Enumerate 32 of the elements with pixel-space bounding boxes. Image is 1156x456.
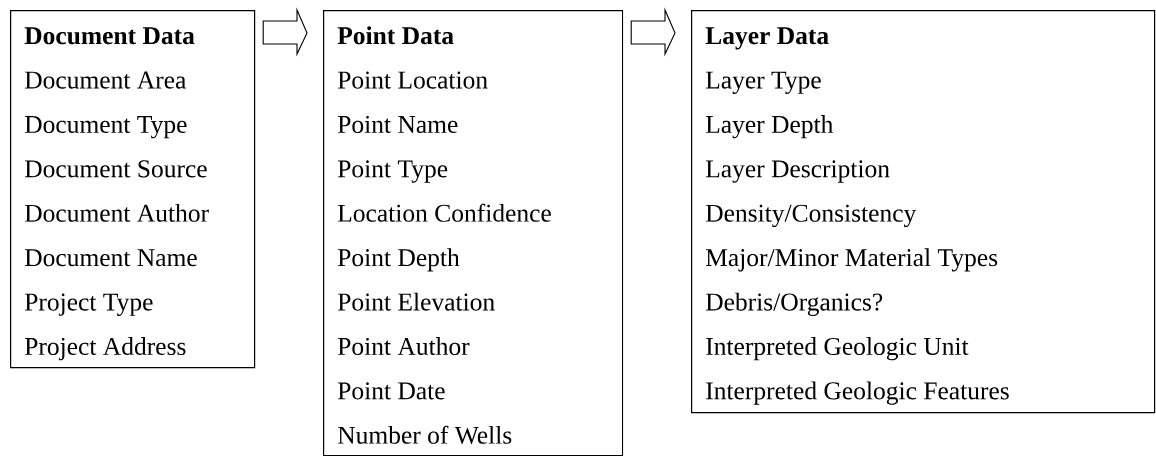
list-item: Interpreted Geologic Unit xyxy=(706,337,969,361)
list-heading: Layer Data xyxy=(705,27,829,50)
list-heading: Document Data xyxy=(24,27,195,45)
list-item: Point Location xyxy=(337,71,488,89)
data-box xyxy=(10,10,256,369)
list-item: Document Area xyxy=(24,71,186,89)
list-item: Document Author xyxy=(24,203,209,222)
list-item: Document Name xyxy=(24,249,197,267)
list-item: Number of Wells xyxy=(337,425,512,444)
list-item: Point Author xyxy=(337,337,470,356)
list-item: Point Type xyxy=(337,160,448,183)
list-item: Project Type xyxy=(24,293,153,316)
list-item: Layer Type xyxy=(705,71,821,94)
list-item: Project Address xyxy=(24,337,186,361)
list-item: Document Source xyxy=(24,160,207,178)
block-arrow xyxy=(262,7,308,57)
block-arrow xyxy=(630,7,676,57)
list-item: Point Name xyxy=(337,115,458,134)
list-item: Debris/Organics? xyxy=(705,292,883,316)
list-item: Point Date xyxy=(337,382,445,400)
list-item: Location Confidence xyxy=(337,203,551,222)
list-item: Layer Depth xyxy=(705,115,834,139)
data-box xyxy=(691,10,1156,414)
list-heading: Point Data xyxy=(337,26,454,45)
list-item: Interpreted Geologic Features xyxy=(706,381,1009,405)
list-item: Layer Description xyxy=(705,160,890,183)
list-item: Document Type xyxy=(24,116,187,139)
list-item: Point Depth xyxy=(337,248,460,272)
list-item: Major/Minor Material Types xyxy=(705,248,998,272)
list-item: Density/Consistency xyxy=(705,204,917,228)
data-box xyxy=(323,10,624,456)
list-item: Point Elevation xyxy=(337,292,495,311)
